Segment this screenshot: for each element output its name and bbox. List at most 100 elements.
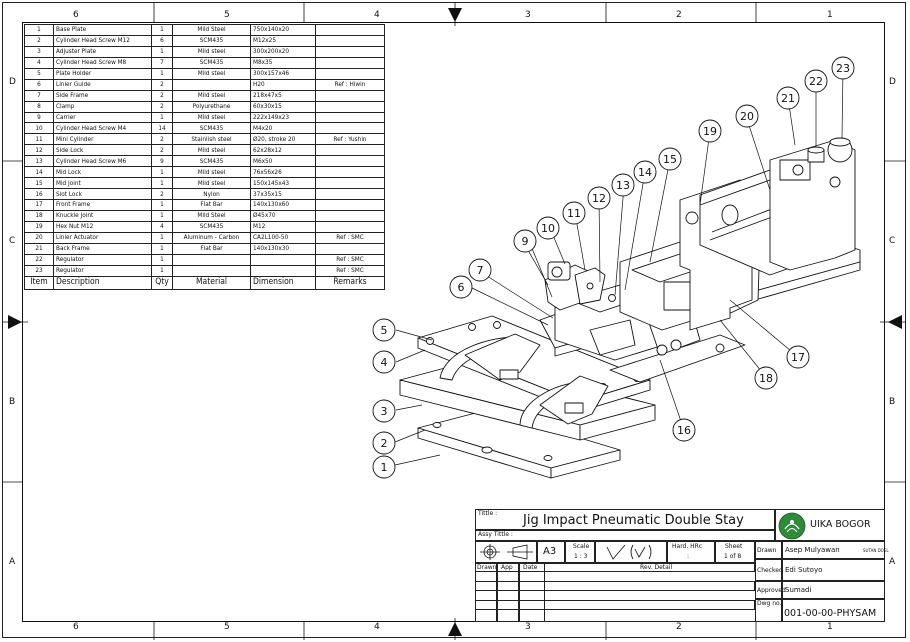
leader-lines <box>394 67 844 466</box>
university-name: UIKA BOGOR <box>810 519 871 530</box>
dwg-no-value: 001-00-00-PHYSAM <box>784 608 877 619</box>
zone-col-label: 4 <box>374 622 380 632</box>
zone-col-label: 2 <box>676 10 682 20</box>
plate-holder <box>417 315 651 429</box>
callout-6: 6 <box>449 275 473 299</box>
paper-size: A3 <box>543 546 557 557</box>
scale-label: Scale <box>573 543 590 550</box>
callout-number: 9 <box>522 235 529 248</box>
callout-23: 23 <box>831 56 855 80</box>
zone-col-label: 1 <box>827 10 833 20</box>
sheet-value: 1 of 8 <box>724 553 742 560</box>
zone-col-label: 4 <box>374 10 380 20</box>
callout-18: 18 <box>754 366 778 390</box>
callout-5: 5 <box>372 318 396 342</box>
bom-cell: Ref : SMC <box>315 253 385 266</box>
callout-number: 18 <box>759 372 773 385</box>
zone-row-label: D <box>889 77 896 87</box>
callout-number: 4 <box>381 356 388 369</box>
callout-20: 20 <box>735 104 759 128</box>
scale-value: 1 : 3 <box>574 553 588 560</box>
callout-9: 9 <box>513 229 537 253</box>
zone-row-label: A <box>889 557 896 567</box>
zone-col-label: 3 <box>525 10 531 20</box>
zone-col-label: 6 <box>73 622 79 632</box>
callout-15: 15 <box>658 147 682 171</box>
zone-col-label: 6 <box>73 10 79 20</box>
callout-19: 19 <box>698 119 722 143</box>
university-logo <box>778 512 806 540</box>
callout-7: 7 <box>468 258 492 282</box>
callout-21: 21 <box>776 86 800 110</box>
callout-number: 16 <box>677 424 691 437</box>
callout-number: 21 <box>781 92 795 105</box>
rev-col-drawn: Drawn <box>477 564 497 571</box>
callout-14: 14 <box>633 160 657 184</box>
callout-number: 23 <box>836 62 850 75</box>
callout-10: 10 <box>536 216 560 240</box>
callout-number: 6 <box>458 281 465 294</box>
callout-number: 14 <box>638 166 652 179</box>
bom-header-cell: Remarks <box>315 275 385 290</box>
rev-col-detail: Rev. Detail <box>640 564 673 571</box>
checked-value: Edi Sutoyo <box>785 566 823 574</box>
drawn-label: Drawn <box>757 547 777 554</box>
callout-3: 3 <box>372 399 396 423</box>
back-frame <box>769 139 856 271</box>
callout-11: 11 <box>562 201 586 225</box>
zone-col-label: 1 <box>827 622 833 632</box>
assy-title-label: Assy Tittle : <box>478 531 513 538</box>
zone-row-label: D <box>9 77 16 87</box>
callout-number: 19 <box>703 125 717 138</box>
surface-finish-symbol-icon <box>606 544 652 560</box>
callout-16: 16 <box>672 418 696 442</box>
checked-label: Checked <box>757 567 783 574</box>
approved-label: Approved <box>757 587 786 594</box>
regulators <box>807 137 853 163</box>
callout-number: 7 <box>477 264 484 277</box>
drawn-signature: SUTAN DOEL <box>863 548 889 553</box>
callout-number: 1 <box>381 461 388 474</box>
callout-22: 22 <box>804 69 828 93</box>
base-plate <box>417 409 621 479</box>
zone-row-label: B <box>9 397 16 407</box>
drawing-title: Jig Impact Pneumatic Double Stay <box>523 513 744 528</box>
zone-row-label: C <box>889 236 896 246</box>
callout-number: 13 <box>616 179 630 192</box>
callout-number: 2 <box>381 437 388 450</box>
drawn-value: Asep Mulyawan <box>785 546 840 554</box>
callout-number: 3 <box>381 405 388 418</box>
callout-17: 17 <box>786 345 810 369</box>
title-block: Tittle : Jig Impact Pneumatic Double Sta… <box>475 509 889 622</box>
zone-col-label: 5 <box>224 10 230 20</box>
zone-row-label: A <box>9 557 16 567</box>
callout-number: 12 <box>592 192 606 205</box>
dwg-no-label: Dwg no. <box>757 600 782 607</box>
zone-row-label: B <box>889 397 896 407</box>
hardness-label: Hard. HRc <box>672 543 703 550</box>
callout-number: 17 <box>791 351 805 364</box>
rev-col-app: App <box>501 564 513 571</box>
callout-4: 4 <box>372 350 396 374</box>
callout-number: 5 <box>381 324 388 337</box>
callout-12: 12 <box>587 186 611 210</box>
zone-col-label: 3 <box>525 622 531 632</box>
callout-13: 13 <box>611 173 635 197</box>
callout-number: 11 <box>567 207 581 220</box>
zone-col-label: 5 <box>224 622 230 632</box>
